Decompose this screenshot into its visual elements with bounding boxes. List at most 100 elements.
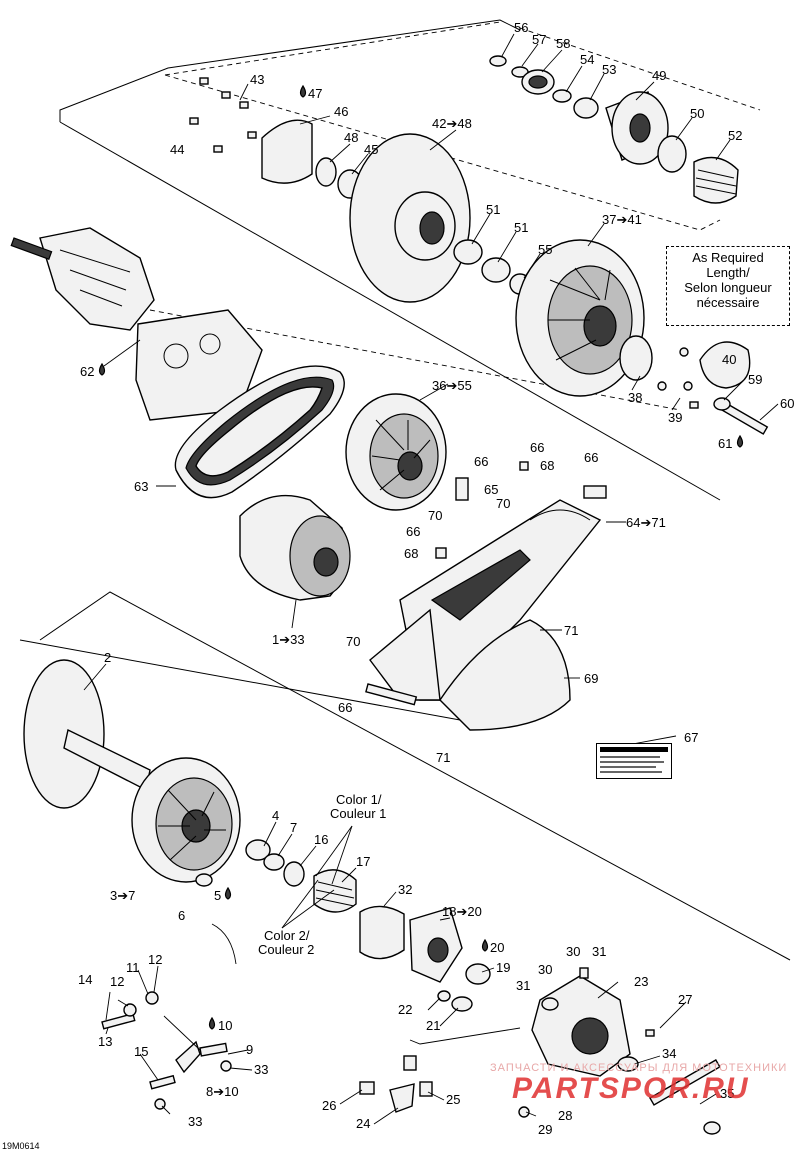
label-6: 6: [178, 908, 185, 923]
part-labels: 56 57 58 54 53 49 50 52 43 47 46 44 48 4…: [78, 20, 794, 1137]
label-37-41: 37➔41: [602, 212, 642, 227]
label-49: 49: [652, 68, 666, 83]
label-39: 39: [668, 410, 682, 425]
label-23: 23: [634, 974, 648, 989]
label-33b: 33: [188, 1114, 202, 1129]
label-13: 13: [98, 1034, 112, 1049]
label-64-71: 64➔71: [626, 515, 666, 530]
label-25: 25: [446, 1092, 460, 1107]
label-34: 34: [662, 1046, 676, 1061]
drive-pulley-1-33: [239, 494, 351, 601]
drop-icon-20: [481, 938, 489, 952]
label-68b: 68: [404, 546, 418, 561]
label-70b: 70: [428, 508, 442, 523]
driven-pulley-36-55: [345, 393, 447, 511]
label-66b: 66: [530, 440, 544, 455]
note-line-1: As Required: [692, 250, 764, 265]
label-17: 17: [356, 854, 370, 869]
label-48: 48: [344, 130, 358, 145]
drop-icon-5: [224, 886, 232, 900]
lubricant-drop-icons: [98, 84, 744, 1030]
color1-line2: Couleur 1: [330, 806, 386, 821]
label-51a: 51: [486, 202, 500, 217]
color2-line2: Couleur 2: [258, 942, 314, 957]
engine-crankcase: [10, 227, 263, 421]
driven-pulley-assembly: [189, 55, 769, 435]
label-20: 20: [490, 940, 504, 955]
label-53: 53: [602, 62, 616, 77]
label-71b: 71: [436, 750, 450, 765]
label-46: 46: [334, 104, 348, 119]
decal-label-67: [596, 743, 672, 779]
label-43: 43: [250, 72, 264, 87]
label-8-10: 8➔10: [206, 1084, 239, 1099]
note-line-4: nécessaire: [696, 295, 760, 310]
label-45: 45: [364, 142, 378, 157]
label-22: 22: [398, 1002, 412, 1017]
label-31b: 31: [516, 978, 530, 993]
label-58: 58: [556, 36, 570, 51]
color1-line1: Color 1/: [336, 792, 382, 807]
label-66c: 66: [584, 450, 598, 465]
label-12b: 12: [110, 974, 124, 989]
label-28: 28: [558, 1108, 572, 1123]
label-56: 56: [514, 20, 528, 35]
drive-pulley-exploded: [23, 659, 721, 1135]
label-52: 52: [728, 128, 742, 143]
leader-lines: [83, 33, 779, 1125]
label-9: 9: [246, 1042, 253, 1057]
label-21: 21: [426, 1018, 440, 1033]
label-4: 4: [272, 808, 279, 823]
drop-icon-61: [736, 434, 744, 448]
color-callouts: Color 1/ Couleur 1 Color 2/ Couleur 2: [258, 792, 386, 957]
label-27: 27: [678, 992, 692, 1007]
label-68a: 68: [540, 458, 554, 473]
label-70c: 70: [346, 634, 360, 649]
note-line-2: Length/: [706, 265, 750, 280]
label-35: 35: [720, 1086, 734, 1101]
label-51b: 51: [514, 220, 528, 235]
section-frames: [19, 19, 791, 961]
belt-guard: [365, 461, 607, 731]
label-60: 60: [780, 396, 794, 411]
label-66a: 66: [474, 454, 488, 469]
label-33a: 33: [254, 1062, 268, 1077]
label-66d: 66: [406, 524, 420, 539]
label-16: 16: [314, 832, 328, 847]
label-54: 54: [580, 52, 594, 67]
label-29: 29: [538, 1122, 552, 1137]
label-38: 38: [628, 390, 642, 405]
label-65: 65: [484, 482, 498, 497]
label-36-55: 36➔55: [432, 378, 472, 393]
label-12a: 12: [148, 952, 162, 967]
drop-icon-47: [299, 84, 307, 98]
length-note-box: As Required Length/ Selon longueur néces…: [666, 246, 790, 326]
label-19: 19: [496, 960, 510, 975]
label-57: 57: [532, 32, 546, 47]
drop-icon-10: [208, 1016, 216, 1030]
label-7: 7: [290, 820, 297, 835]
label-63: 63: [134, 479, 148, 494]
label-14: 14: [78, 972, 92, 987]
label-40: 40: [722, 352, 736, 367]
drive-belt: [174, 365, 345, 499]
label-69: 69: [584, 671, 598, 686]
label-10: 10: [218, 1018, 232, 1033]
watermark-logo: PARTSPOR.RU: [512, 1072, 750, 1105]
label-67: 67: [684, 730, 698, 745]
label-5: 5: [214, 888, 221, 903]
drop-icon-62: [98, 362, 106, 376]
label-24: 24: [356, 1116, 370, 1131]
label-32: 32: [398, 882, 412, 897]
label-15: 15: [134, 1044, 148, 1059]
diagram-code: 19M0614: [2, 1141, 40, 1151]
label-30b: 30: [538, 962, 552, 977]
label-30a: 30: [566, 944, 580, 959]
label-61: 61: [718, 436, 732, 451]
label-26: 26: [322, 1098, 336, 1113]
label-59: 59: [748, 372, 762, 387]
label-44: 44: [170, 142, 184, 157]
label-50: 50: [690, 106, 704, 121]
label-55: 55: [538, 242, 552, 257]
